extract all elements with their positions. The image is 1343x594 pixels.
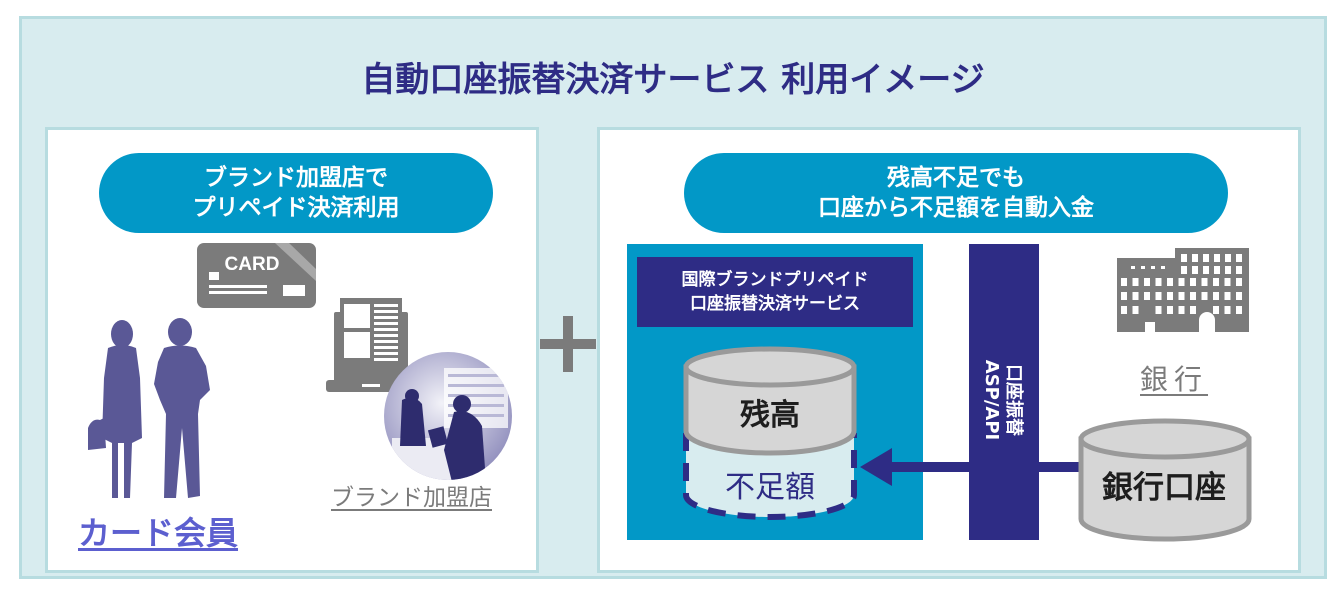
left-panel-heading: ブランド加盟店で プリペイド決済利用 [99,153,493,233]
building-window [1224,306,1231,314]
balance-database-cylinder-icon [683,346,857,520]
card-chip [209,272,219,280]
building-window [1236,254,1242,262]
building-window [1225,266,1231,274]
building-window [1155,306,1162,314]
credit-card-icon: CARD [197,243,316,308]
building-window [1178,292,1185,300]
plus-icon [540,316,596,372]
building-window [1192,266,1198,274]
bank-building-icon [1117,248,1249,332]
building-window [1236,266,1242,274]
right-heading-line-2: 口座から不足額を自動入金 [818,195,1094,221]
building-window [1141,266,1145,269]
building-window [1190,278,1196,286]
building-window [1155,278,1162,286]
building-window [1201,278,1208,286]
card-member-label[interactable]: カード会員 [78,514,239,552]
balance-label: 残高 [740,398,800,433]
right-panel-heading: 残高不足でも 口座から不足額を自動入金 [684,153,1228,233]
building-window [1224,278,1231,286]
shortfall-dashed-outline [683,433,857,520]
asp-line-1: 口座振替 [1003,364,1025,437]
service-name-label: 国際ブランドプリペイド 口座振替決済サービス [637,257,913,327]
building-window [1131,266,1135,269]
building-window [1132,292,1139,300]
card-stripe [275,243,316,281]
building-window [1132,278,1139,286]
cylinder-top [683,346,857,388]
building-window [1236,306,1242,314]
people-silhouette-icon [88,318,210,498]
card-number-dots [209,285,267,294]
building-window [1203,266,1209,274]
asp-line-2: ASP/API [981,360,1002,440]
right-heading-line-1: 残高不足でも [887,165,1025,191]
building-window [1201,292,1208,300]
store-counter-icon [384,352,512,480]
left-heading-line-1: ブランド加盟店で [204,165,388,191]
building-window [1213,306,1219,314]
building-window [1167,306,1173,314]
building-window [1225,254,1231,262]
bank-label[interactable]: 銀行 [1140,363,1209,396]
building-window [1167,292,1173,300]
left-heading-line-2: プリペイド決済利用 [192,195,400,221]
building-window [1192,254,1198,262]
building-window [1213,278,1219,286]
bank-account-label: 銀行口座 [1102,470,1226,506]
building-window [1121,306,1127,314]
card-text: CARD [225,254,280,275]
building-window [1178,278,1185,286]
shortfall-segment [686,433,854,517]
service-name-line-2: 口座振替決済サービス [690,294,860,314]
balance-segment [683,364,857,456]
building-window [1213,292,1219,300]
building-window [1190,292,1196,300]
building-window [1167,278,1173,286]
building-window [1214,254,1220,262]
diagram-title: 自動口座振替決済サービス 利用イメージ [361,60,985,100]
building-window [1151,266,1155,269]
building-window [1161,266,1165,269]
laptop-icon [326,298,416,392]
building-window [1121,278,1127,286]
building-window [1144,278,1150,286]
building-window [1181,266,1187,274]
building-window [1132,306,1139,314]
building-window [1236,292,1242,300]
building-window [1224,292,1231,300]
building-window [1121,292,1127,300]
service-name-line-1: 国際ブランドプリペイド [681,270,869,290]
bank-account-cylinder-icon [1078,418,1252,542]
brand-store-label[interactable]: ブランド加盟店 [331,485,492,511]
card-logo-box [283,285,305,296]
building-window [1178,306,1185,314]
building-window [1181,254,1187,262]
building-window [1144,292,1150,300]
building-window [1190,306,1196,314]
shortfall-label: 不足額 [725,470,815,505]
building-window [1236,278,1242,286]
building-window [1203,254,1209,262]
building-window [1155,292,1162,300]
building-window [1214,266,1220,274]
asp-api-bar [969,244,1039,540]
asp-api-label: 口座振替 ASP/API [981,360,1025,440]
